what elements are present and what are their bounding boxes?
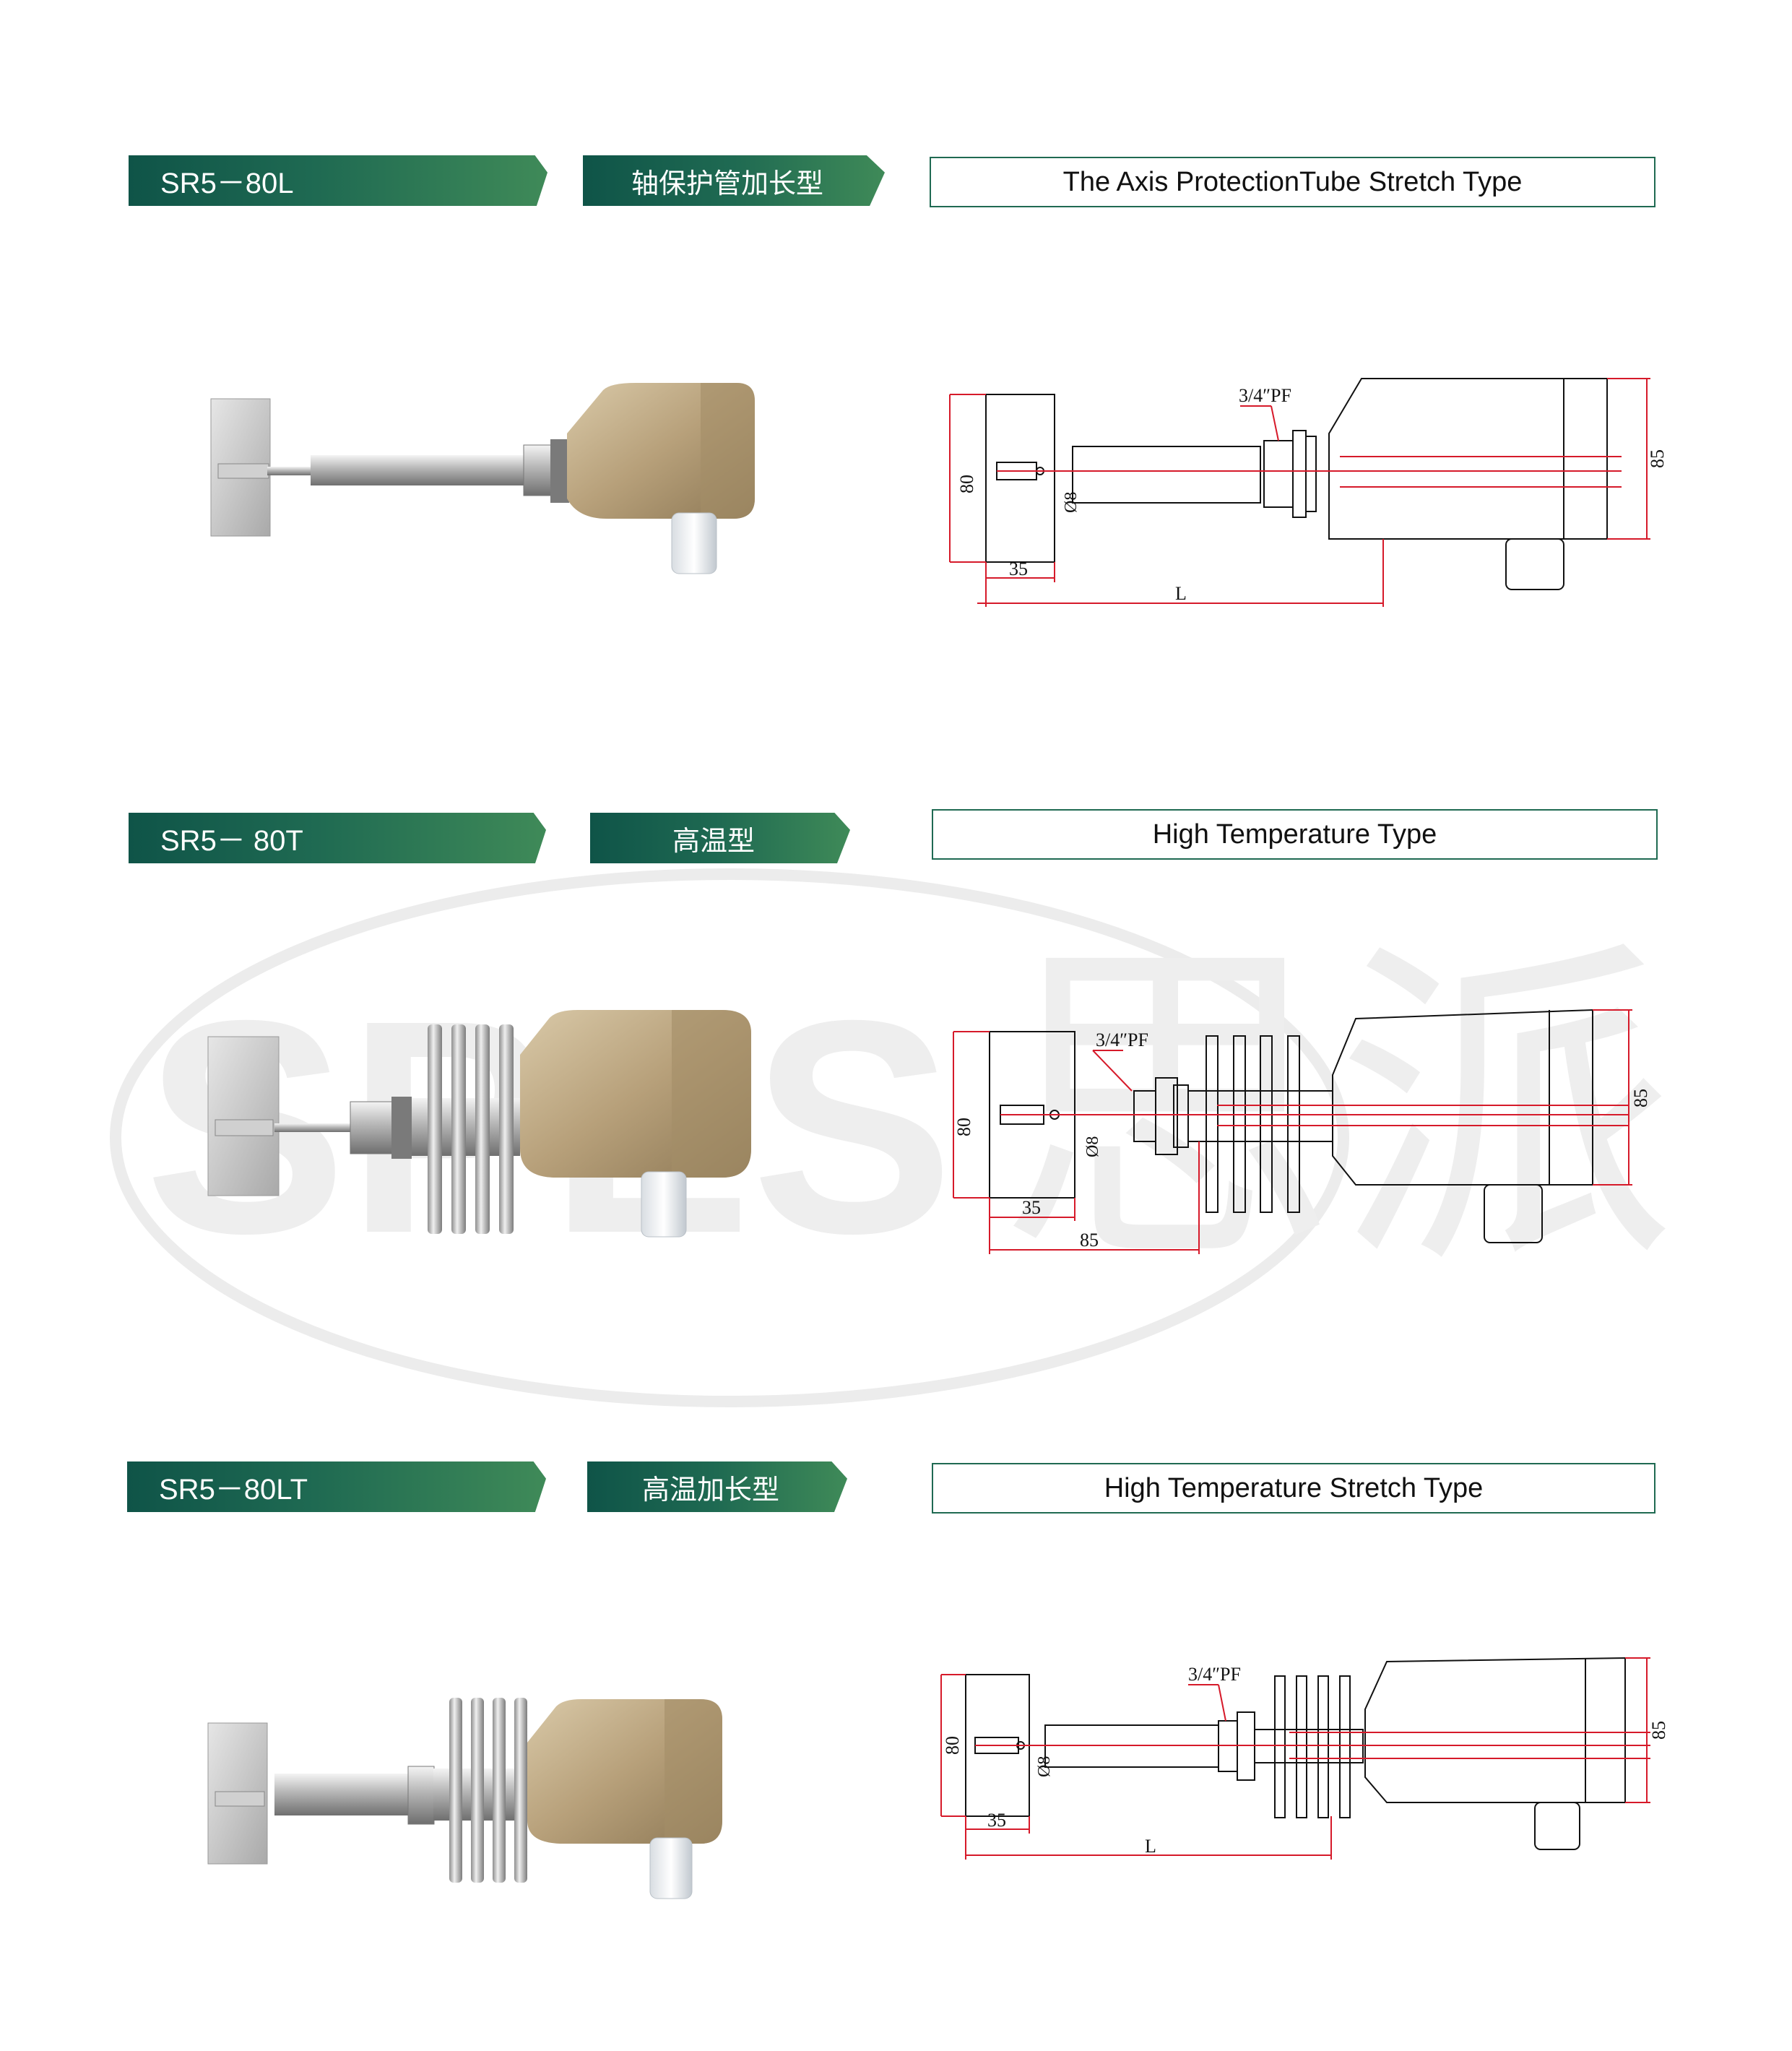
model-label-sr5-80t: SR5－ 80T bbox=[129, 813, 546, 863]
type-text-cn: 高温加长型 bbox=[641, 1474, 779, 1506]
dim-label-thread: 3/4″PF bbox=[1188, 1664, 1241, 1685]
housing-lid bbox=[672, 1010, 751, 1178]
nut bbox=[391, 1097, 412, 1159]
cable-gland bbox=[671, 512, 717, 574]
product-photo-sr5-80lt bbox=[207, 1698, 722, 1899]
dim-label-housing: 85 bbox=[1648, 1721, 1669, 1740]
type-label-en-1: The Axis ProtectionTube Stretch Type bbox=[930, 157, 1655, 207]
dim-label-shaft: Ø8 bbox=[1035, 1756, 1054, 1777]
dim-label-paddle: 80 bbox=[953, 1118, 974, 1136]
leader-thread bbox=[1271, 405, 1279, 441]
watermark-cjk: 思派 bbox=[997, 913, 1676, 1308]
fin bbox=[428, 1024, 442, 1234]
fin bbox=[1317, 1675, 1329, 1818]
dim-label-shaft: Ø8 bbox=[1083, 1136, 1102, 1157]
fin bbox=[449, 1698, 462, 1883]
fin bbox=[493, 1698, 506, 1883]
dimension-drawing-sr5-80lt: 3/4″PF 80 Ø8 35 L 85 bbox=[940, 1657, 1669, 1860]
dim-label-length: L bbox=[1175, 583, 1187, 604]
paddle-plate bbox=[207, 1036, 280, 1196]
housing-outline bbox=[1328, 378, 1608, 540]
gland-outline bbox=[1534, 1802, 1580, 1850]
thread-outline bbox=[1263, 440, 1294, 508]
fin bbox=[1296, 1675, 1307, 1818]
cable-gland bbox=[649, 1837, 693, 1899]
type-text-en: The Axis ProtectionTube Stretch Type bbox=[1062, 166, 1523, 197]
paddle-clamp bbox=[215, 1791, 265, 1807]
thread bbox=[523, 444, 552, 496]
dim-label-offset: 35 bbox=[1009, 558, 1028, 579]
nut-outline bbox=[1292, 430, 1307, 518]
watermark-ellipse bbox=[110, 868, 1349, 1407]
model-text: SR5－80LT bbox=[159, 1474, 308, 1506]
fin bbox=[451, 1024, 466, 1234]
nut-outline bbox=[1305, 436, 1317, 512]
leader-thread bbox=[1092, 1050, 1133, 1092]
tube-outline bbox=[1072, 446, 1261, 504]
nut-outline bbox=[1155, 1077, 1178, 1155]
model-text: SR5－ 80T bbox=[160, 825, 303, 857]
shaft bbox=[274, 1123, 354, 1132]
paddle-clamp bbox=[217, 463, 269, 479]
type-label-cn-3: 高温加长型 bbox=[587, 1461, 847, 1512]
dim-label-offset: 35 bbox=[1022, 1197, 1041, 1218]
dim-label-thread: 3/4″PF bbox=[1096, 1029, 1148, 1050]
housing-lid bbox=[665, 1699, 722, 1844]
gland-outline bbox=[1505, 538, 1564, 590]
fin bbox=[499, 1024, 514, 1234]
thread bbox=[407, 1766, 435, 1825]
fin bbox=[514, 1698, 527, 1883]
dimension-drawing-sr5-80t: 3/4″PF 80 Ø8 35 85 85 bbox=[953, 1009, 1651, 1254]
leader-thread bbox=[1218, 1684, 1226, 1722]
fin bbox=[1287, 1035, 1300, 1213]
dim-label-thread: 3/4″PF bbox=[1239, 385, 1291, 406]
fin bbox=[1206, 1035, 1219, 1213]
fin bbox=[475, 1024, 490, 1234]
cable-gland bbox=[641, 1171, 687, 1238]
gland-outline bbox=[1484, 1184, 1543, 1243]
model-label-sr5-80lt: SR5－80LT bbox=[127, 1461, 546, 1512]
type-label-cn-2: 高温型 bbox=[590, 813, 850, 863]
type-label-cn-1: 轴保护管加长型 bbox=[583, 155, 885, 206]
fin bbox=[1339, 1675, 1351, 1818]
protection-tube bbox=[274, 1774, 412, 1815]
dim-label-shaft: Ø8 bbox=[1062, 492, 1081, 513]
fin bbox=[471, 1698, 484, 1883]
nut-outline bbox=[1173, 1084, 1189, 1148]
type-text-en: High Temperature Type bbox=[1152, 819, 1437, 850]
paddle-outline bbox=[985, 394, 1055, 563]
product-photo-sr5-80t bbox=[207, 1010, 751, 1238]
model-text: SR5－80L bbox=[160, 168, 294, 199]
nut bbox=[550, 439, 569, 503]
thread-outline bbox=[1133, 1090, 1156, 1142]
product-photo-sr5-80l bbox=[210, 383, 755, 574]
dim-label-offset: 35 bbox=[987, 1810, 1006, 1831]
paddle-clamp bbox=[215, 1119, 274, 1136]
dim-label-length: 85 bbox=[1080, 1230, 1099, 1251]
type-text-en: High Temperature Stretch Type bbox=[1104, 1472, 1484, 1503]
dim-label-length: L bbox=[1145, 1836, 1156, 1857]
protection-tube bbox=[311, 455, 527, 485]
fin bbox=[1274, 1675, 1286, 1818]
dim-label-housing: 85 bbox=[1647, 449, 1668, 468]
type-text-cn: 轴保护管加长型 bbox=[631, 168, 823, 199]
dimension-drawing-sr5-80l: 3/4″PF 80 Ø8 35 L 85 bbox=[949, 378, 1668, 607]
fin bbox=[1233, 1035, 1246, 1213]
housing-outline bbox=[1332, 1009, 1593, 1186]
type-label-en-3: High Temperature Stretch Type bbox=[932, 1463, 1655, 1514]
type-label-en-2: High Temperature Type bbox=[932, 809, 1658, 860]
thread bbox=[350, 1101, 394, 1154]
model-label-sr5-80l: SR5－80L bbox=[129, 155, 547, 206]
housing-lid bbox=[701, 383, 755, 519]
dim-label-housing: 85 bbox=[1630, 1089, 1651, 1107]
dim-label-paddle: 80 bbox=[942, 1736, 963, 1755]
fin bbox=[1260, 1035, 1273, 1213]
type-text-cn: 高温型 bbox=[672, 826, 755, 857]
dim-label-paddle: 80 bbox=[956, 475, 977, 493]
